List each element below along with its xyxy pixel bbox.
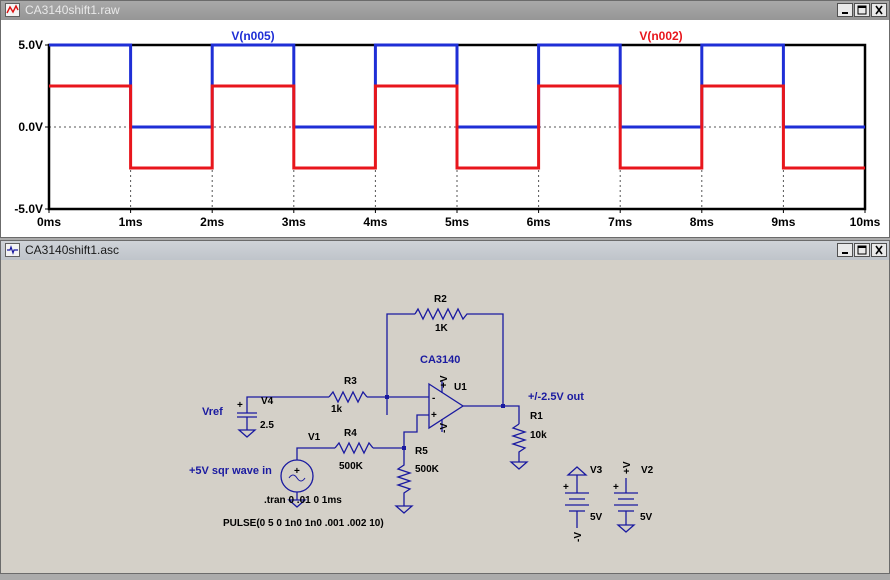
schematic-window-titlebar[interactable]: CA3140shift1.asc: [1, 241, 889, 260]
schematic-window-title: CA3140shift1.asc: [25, 243, 120, 257]
source-v2[interactable]: [614, 478, 638, 525]
opamp-noninverting-sign: +: [431, 410, 437, 421]
v4-name: V4: [261, 396, 274, 407]
x-tick-label: 0ms: [37, 215, 61, 229]
junction-r5: [402, 446, 406, 450]
ground-v3[interactable]: [566, 466, 588, 476]
tran-directive[interactable]: .tran 0 .01 0 1ms: [264, 495, 342, 506]
wire-output[interactable]: [463, 405, 520, 424]
ground-v2[interactable]: [616, 524, 636, 533]
schematic-drawing[interactable]: R2 1K R3 1k R4 500K R5 500K R1 10k U1 V4…: [1, 260, 889, 573]
opamp-inverting-sign: -: [432, 393, 435, 404]
schematic-icon: [5, 243, 20, 257]
waveform-window-titlebar[interactable]: CA3140shift1.raw: [1, 1, 889, 20]
v1-plus-sign: +: [294, 466, 300, 477]
v3-value: 5V: [590, 512, 603, 523]
output-label: +/-2.5V out: [528, 391, 584, 403]
junction-output: [501, 404, 505, 408]
close-button[interactable]: [871, 3, 887, 17]
maximize-button[interactable]: [854, 3, 870, 17]
minimize-icon: [842, 252, 848, 254]
close-button[interactable]: [871, 243, 887, 257]
wire-feedback[interactable]: [386, 313, 504, 415]
v2-net-label: +V: [622, 461, 633, 474]
wire-v1-r4[interactable]: [296, 447, 335, 460]
pulse-directive[interactable]: PULSE(0 5 0 1n0 1n0 .001 .002 10): [223, 518, 384, 529]
minimize-button[interactable]: [837, 3, 853, 17]
waveform-icon: [5, 3, 20, 17]
maximize-button[interactable]: [854, 243, 870, 257]
v2-plus-sign: +: [613, 482, 619, 493]
x-tick-label: 7ms: [608, 215, 632, 229]
maximize-icon: [857, 5, 867, 15]
x-tick-label: 5ms: [445, 215, 469, 229]
u1-name: U1: [454, 382, 467, 393]
minimize-button[interactable]: [837, 243, 853, 257]
u1-vminus-label: -V: [439, 423, 450, 433]
y-tick-label: 5.0V: [18, 38, 43, 52]
opamp-u1[interactable]: [428, 380, 465, 432]
waveform-window-title: CA3140shift1.raw: [25, 3, 120, 17]
x-tick-label: 2ms: [200, 215, 224, 229]
wire-v4-r3[interactable]: [246, 396, 329, 413]
x-tick-label: 9ms: [771, 215, 795, 229]
series-line-V(n002)[interactable]: [49, 84, 865, 170]
y-tick-label: 0.0V: [18, 120, 43, 134]
close-icon: [875, 245, 883, 255]
ground-r5[interactable]: [394, 505, 414, 514]
resistor-r5[interactable]: [395, 448, 413, 506]
ground-r1[interactable]: [509, 461, 529, 470]
x-tick-label: 3ms: [282, 215, 306, 229]
vref-label: Vref: [202, 406, 223, 418]
resistor-r4[interactable]: [334, 441, 374, 455]
v4-value: 2.5: [260, 420, 274, 431]
r4-name: R4: [344, 428, 357, 439]
x-tick-label: 4ms: [363, 215, 387, 229]
resistor-r3[interactable]: [328, 390, 368, 404]
x-tick-label: 8ms: [690, 215, 714, 229]
v2-name: V2: [641, 465, 654, 476]
v4-plus-sign: +: [237, 400, 243, 411]
close-icon: [875, 5, 883, 15]
r4-value: 500K: [339, 461, 364, 472]
schematic-window: CA3140shift1.asc: [0, 240, 890, 574]
y-tick-label: -5.0V: [14, 202, 43, 216]
schematic-canvas[interactable]: R2 1K R3 1k R4 500K R5 500K R1 10k U1 V4…: [1, 260, 889, 573]
junction-feedback: [385, 395, 389, 399]
u1-part-label: CA3140: [420, 354, 460, 366]
x-tick-label: 6ms: [527, 215, 551, 229]
source-v1[interactable]: [280, 459, 314, 500]
trace-label-V(n002)[interactable]: V(n002): [639, 29, 682, 43]
ground-v1[interactable]: [287, 499, 307, 508]
r5-name: R5: [415, 446, 428, 457]
v3-name: V3: [590, 465, 603, 476]
wire-noninverting[interactable]: [403, 414, 429, 448]
resistor-r1[interactable]: [510, 423, 528, 462]
x-tick-label: 10ms: [850, 215, 881, 229]
maximize-icon: [857, 245, 867, 255]
u1-vplus-label: +V: [439, 375, 450, 388]
r1-value: 10k: [530, 430, 547, 441]
r1-name: R1: [530, 411, 543, 422]
ground-v4[interactable]: [237, 429, 257, 438]
r3-value: 1k: [331, 404, 343, 415]
v3-plus-sign: +: [563, 482, 569, 493]
r2-value: 1K: [435, 323, 449, 334]
v1-name: V1: [308, 432, 321, 443]
r3-name: R3: [344, 376, 357, 387]
r5-value: 500K: [415, 464, 440, 475]
minimize-icon: [842, 12, 848, 14]
x-tick-label: 1ms: [119, 215, 143, 229]
input-label: +5V sqr wave in: [189, 465, 272, 477]
resistor-r2[interactable]: [414, 307, 475, 321]
r2-name: R2: [434, 294, 447, 305]
v3-net-label: -V: [573, 532, 584, 542]
source-v4[interactable]: [237, 412, 257, 430]
source-v3[interactable]: [565, 475, 589, 528]
trace-label-V(n005)[interactable]: V(n005): [231, 29, 274, 43]
v2-value: 5V: [640, 512, 653, 523]
